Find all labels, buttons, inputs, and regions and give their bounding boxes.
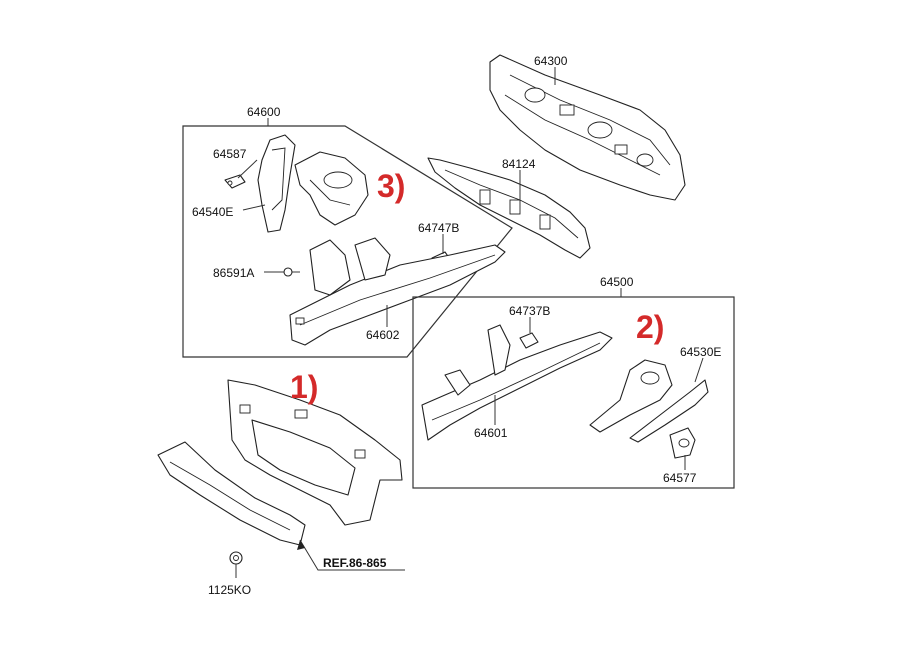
bolt-86591A-part — [283, 267, 300, 277]
bracket-64577-part — [669, 427, 696, 459]
callout-3: 3) — [377, 168, 405, 204]
label-64530E: 64530E — [680, 345, 721, 359]
dash-panel-part — [489, 54, 686, 201]
side-member-64601-part — [421, 324, 613, 441]
assembly-box-64600 — [182, 125, 513, 358]
strut-tower-part — [589, 359, 673, 433]
label-64577: 64577 — [663, 471, 697, 485]
label-64602: 64602 — [366, 328, 400, 342]
label-1125KO: 1125KO — [208, 583, 251, 597]
assembly-box-64500 — [412, 296, 735, 489]
cowl-panel-part — [427, 157, 591, 259]
label-64601: 64601 — [474, 426, 508, 440]
label-reference: REF.86-865 — [323, 556, 387, 570]
label-64747B: 64747B — [418, 221, 459, 235]
strut-housing-part — [294, 151, 369, 226]
leader-lines — [235, 67, 704, 578]
apron-64530E-part — [629, 379, 709, 443]
label-64300: 64300 — [534, 54, 568, 68]
label-64500: 64500 — [600, 275, 634, 289]
label-64737B: 64737B — [509, 304, 550, 318]
label-64587: 64587 — [213, 147, 247, 161]
side-member-64602-part — [289, 237, 506, 346]
bracket-64737B-part — [519, 332, 539, 349]
bracket-64587-part — [224, 174, 246, 189]
label-64540E: 64540E — [192, 205, 233, 219]
callout-2: 2) — [636, 309, 664, 345]
label-86591A: 86591A — [213, 266, 254, 280]
apron-64540E-part — [257, 134, 296, 233]
callout-1: 1) — [290, 369, 318, 405]
label-84124: 84124 — [502, 157, 536, 171]
label-64600: 64600 — [247, 105, 281, 119]
radiator-carrier-part — [227, 379, 403, 526]
nut-1125KO-part — [229, 551, 243, 565]
bumper-beam-part — [157, 441, 306, 546]
